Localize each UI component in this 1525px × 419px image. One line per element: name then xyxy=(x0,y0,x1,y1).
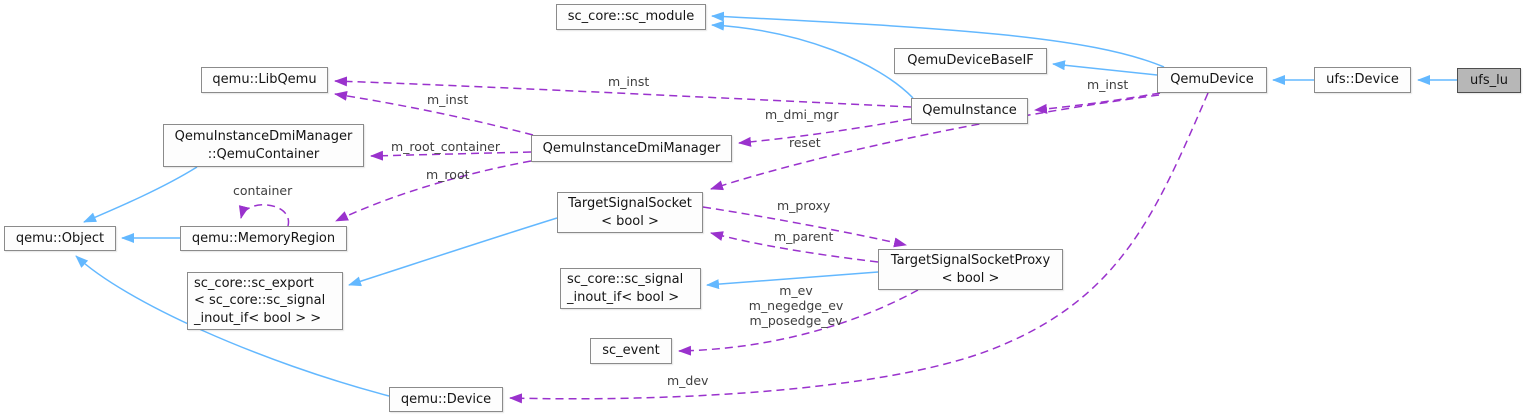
edge-label-m-parent: m_parent xyxy=(774,229,834,244)
node-qemu-instance-dmi-manager[interactable]: QemuInstanceDmiManager xyxy=(531,135,732,162)
edge-label-m-root-container: m_root_container xyxy=(391,139,500,154)
edge-usage-m-inst-instance-to-libqemu xyxy=(334,76,912,108)
edge-inherit-qemu-device-to-base-if xyxy=(1052,60,1158,76)
edge-usage-m-ev-group xyxy=(678,289,919,356)
edge-label-m-dmi-mgr: m_dmi_mgr xyxy=(765,107,839,122)
edge-inherit-qemu-instance-to-sc-module xyxy=(711,20,914,99)
edge-usage-m-root xyxy=(335,160,532,222)
edge-inherit-qemu-device-to-sc-module xyxy=(711,11,1165,68)
node-target-signal-socket-bool[interactable]: TargetSignalSocket < bool > xyxy=(557,192,703,233)
edge-label-container: container xyxy=(233,183,293,198)
edge-usage-m-inst-dmimanager-to-libqemu xyxy=(334,90,534,136)
edge-inherit-socket-to-sc-export xyxy=(348,217,558,287)
edge-label-m-proxy: m_proxy xyxy=(777,198,831,213)
edge-label-m-inst-dmimgr: m_inst xyxy=(427,92,469,107)
edge-usage-reset xyxy=(710,94,1160,191)
node-sc-core-sc-signal-inout-if-bool[interactable]: sc_core::sc_signal _inout_if< bool > xyxy=(560,268,701,309)
edge-usage-container-self-loop xyxy=(238,204,290,227)
node-qemu-device[interactable]: QemuDevice xyxy=(1157,67,1267,93)
edge-label-m-inst-device: m_inst xyxy=(1087,77,1129,92)
node-target-signal-socket-proxy-bool[interactable]: TargetSignalSocketProxy < bool > xyxy=(878,249,1063,290)
edge-usage-m-root-container xyxy=(370,150,532,161)
node-qemu-instance-dmi-manager-qemu-container[interactable]: QemuInstanceDmiManager ::QemuContainer xyxy=(163,124,364,167)
edge-usage-m-proxy xyxy=(702,206,907,248)
node-sc-core-sc-module[interactable]: sc_core::sc_module xyxy=(556,4,706,30)
edge-label-m-root: m_root xyxy=(426,167,470,182)
node-qemu-instance[interactable]: QemuInstance xyxy=(911,98,1028,124)
node-sc-event[interactable]: sc_event xyxy=(590,338,672,364)
node-qemu-memory-region[interactable]: qemu::MemoryRegion xyxy=(180,226,347,251)
edge-usage-m-parent xyxy=(710,231,879,263)
edge-label-m-inst-instance: m_inst xyxy=(608,74,650,89)
node-qemu-device-base-if[interactable]: QemuDeviceBaseIF xyxy=(894,48,1047,74)
node-ufs-device[interactable]: ufs::Device xyxy=(1314,67,1411,93)
edge-label-reset: reset xyxy=(789,135,821,150)
edge-usage-m-dev xyxy=(509,92,1209,404)
node-sc-core-sc-export[interactable]: sc_core::sc_export < sc_core::sc_signal … xyxy=(187,272,343,330)
node-qemu-libqemu[interactable]: qemu::LibQemu xyxy=(201,67,328,93)
edge-inherit-proxy-to-inout-if xyxy=(706,271,879,290)
edge-inherit-qemu-device-member-to-object xyxy=(75,255,390,397)
node-qemu-object[interactable]: qemu::Object xyxy=(4,226,116,251)
node-qemu-device-member[interactable]: qemu::Device xyxy=(389,387,503,412)
edge-inherit-qemu-container-to-object xyxy=(83,166,198,223)
edge-label-m-ev-group: m_ev m_negedge_ev m_posedge_ev xyxy=(748,283,844,328)
edge-label-m-dev: m_dev xyxy=(667,373,709,388)
node-ufs-lu-focus: ufs_lu xyxy=(1457,68,1521,93)
edge-usage-m-inst-qemu-device-to-instance xyxy=(1034,92,1161,114)
